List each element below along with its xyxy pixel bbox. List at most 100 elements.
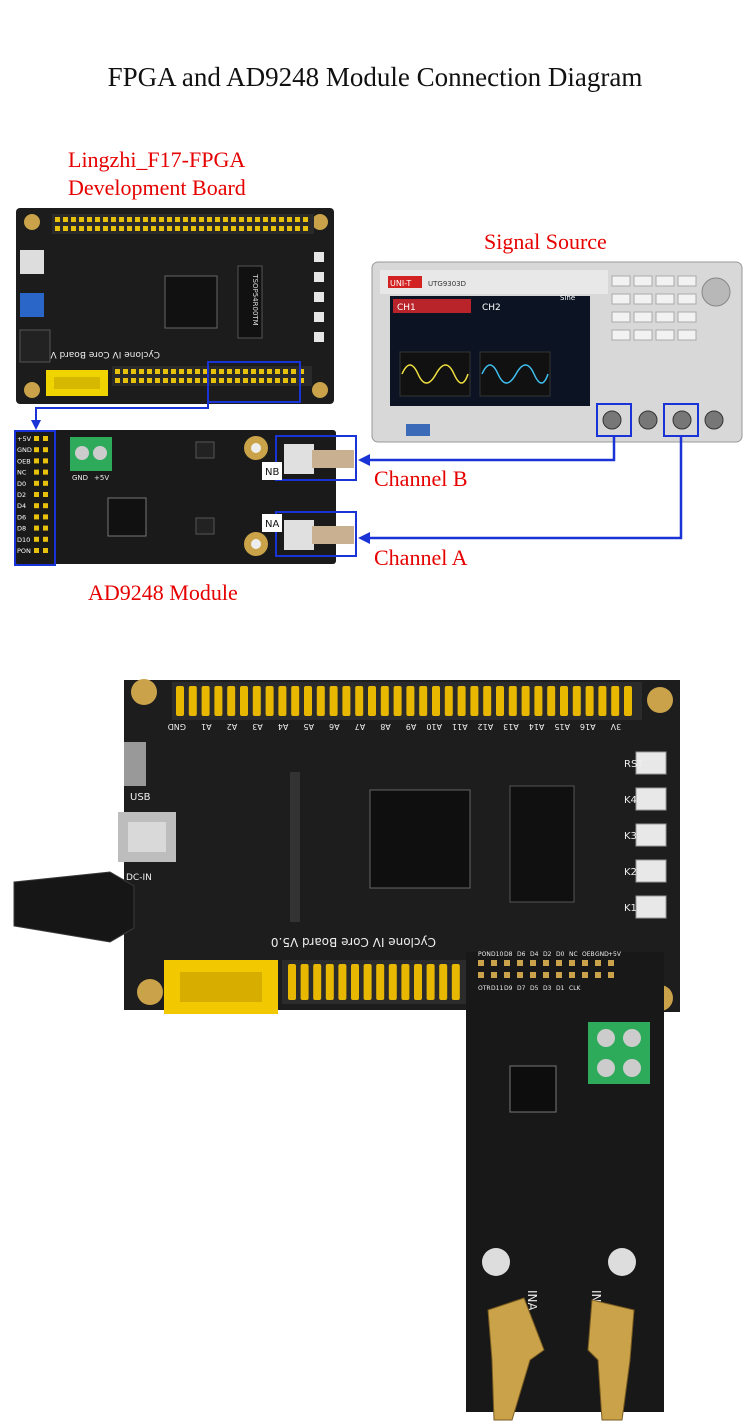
- header-pin: [255, 226, 260, 231]
- photo-pin-label: A14: [529, 722, 545, 731]
- header-pin: [303, 226, 308, 231]
- header-pin: [55, 217, 60, 222]
- photo-module-pin-label: D6: [517, 951, 526, 958]
- photo-header-pin: [325, 964, 334, 1000]
- photo-header-pin: [432, 686, 440, 716]
- photo-header-pin: [265, 686, 274, 716]
- photo-key-switch: [635, 823, 667, 847]
- module-pin-label: +5V: [17, 435, 32, 443]
- header-pin: [271, 226, 276, 231]
- photo-module-pin: [517, 960, 523, 966]
- photo-key-switch: [635, 751, 667, 775]
- header-pin: [207, 226, 212, 231]
- header-pin: [111, 217, 116, 222]
- module-pin: [43, 525, 48, 531]
- module-pin: [43, 447, 48, 453]
- photo-header-pin: [342, 686, 351, 716]
- header-pin: [175, 217, 180, 222]
- photo-header-pin: [227, 686, 236, 716]
- module-pin: [34, 458, 39, 464]
- photo-module-pin-label: CLK: [569, 985, 582, 992]
- photo-sma-connectors: [487, 1297, 635, 1421]
- header-pin: [167, 226, 172, 231]
- photo-module-pin: [582, 960, 588, 966]
- header-pin: [115, 369, 120, 374]
- photo-header-pin: [338, 964, 347, 1000]
- photo-pin-label: 3V: [610, 722, 621, 731]
- header-pin: [163, 378, 168, 383]
- photo-pin-label: A16: [580, 722, 596, 731]
- header-pin: [139, 369, 144, 374]
- photo-dcin-label: DC-IN: [126, 873, 152, 883]
- module-pin-label: D4: [17, 502, 26, 510]
- photo-header-pin: [291, 686, 300, 716]
- header-pin: [175, 226, 180, 231]
- header-pin: [227, 378, 232, 383]
- header-pin: [279, 217, 284, 222]
- photo-header-pin: [451, 964, 460, 1000]
- photo-module-pin: [582, 972, 588, 978]
- module-pin: [34, 469, 39, 475]
- photo-header-pin: [393, 686, 402, 716]
- channel-b-label: Channel B: [374, 466, 468, 491]
- header-pin: [111, 226, 116, 231]
- photo-module-pin-label: GND: [595, 951, 609, 958]
- photo-key-label: K3: [624, 831, 637, 842]
- photo-pin-label: A12: [478, 722, 494, 731]
- signal-generator-image: UNI-T UTG9303D CH1 CH2 Sine: [371, 261, 743, 443]
- fpga-board-image: TSOP54R00TM Cyclone IV Core Board V5.0: [16, 208, 334, 404]
- module-5v-label: +5V: [94, 474, 109, 482]
- photo-header-pin: [329, 686, 338, 716]
- header-pin: [299, 378, 304, 383]
- header-pin: [179, 378, 184, 383]
- photo-pin-label: A4: [278, 722, 289, 731]
- photo-header-pin: [401, 964, 410, 1000]
- photo-header-pin: [363, 964, 372, 1000]
- header-pin: [63, 217, 68, 222]
- header-pin: [183, 217, 188, 222]
- photo-usb-label: USB: [130, 792, 151, 803]
- header-pin: [87, 226, 92, 231]
- photo-module-pin-label: PON: [478, 951, 491, 958]
- header-pin: [219, 369, 224, 374]
- photo-module-pin: [530, 960, 536, 966]
- header-pin: [95, 226, 100, 231]
- header-pin: [179, 369, 184, 374]
- photo-header-pin: [376, 964, 385, 1000]
- photo-header-pin: [508, 686, 517, 716]
- gen-ch1-label: CH1: [397, 303, 416, 313]
- header-pin: [271, 217, 276, 222]
- photo-module-pin: [504, 960, 510, 966]
- header-pin: [231, 226, 236, 231]
- photo-pin-label: A6: [329, 722, 340, 731]
- photo-module-pin: [491, 960, 497, 966]
- header-pin: [299, 369, 304, 374]
- photo-module-pin-label: D0: [556, 951, 565, 958]
- photo-module-pin: [556, 960, 562, 966]
- header-pin: [239, 226, 244, 231]
- header-pin: [191, 226, 196, 231]
- photo-header-pin: [388, 964, 397, 1000]
- photo-header-pin: [470, 686, 479, 716]
- photo-module-pin-label: D4: [530, 951, 539, 958]
- header-pin: [195, 378, 200, 383]
- header-pin: [287, 226, 292, 231]
- header-pin: [195, 369, 200, 374]
- header-pin: [135, 217, 140, 222]
- header-pin: [147, 369, 152, 374]
- signal-source-label: Signal Source: [484, 229, 607, 254]
- photo-module-pin: [530, 972, 536, 978]
- gen-sine-label: Sine: [560, 294, 575, 302]
- module-pin: [43, 458, 48, 464]
- module-pin-label: D6: [17, 513, 26, 521]
- photo-header-pin: [496, 686, 504, 716]
- header-pin: [251, 378, 256, 383]
- header-pin: [291, 369, 296, 374]
- header-pin: [191, 217, 196, 222]
- photo-key-label: K2: [624, 867, 637, 878]
- header-pin: [275, 378, 280, 383]
- photo-module-pin-label: D8: [504, 951, 513, 958]
- header-pin: [159, 226, 164, 231]
- header-pin: [219, 378, 224, 383]
